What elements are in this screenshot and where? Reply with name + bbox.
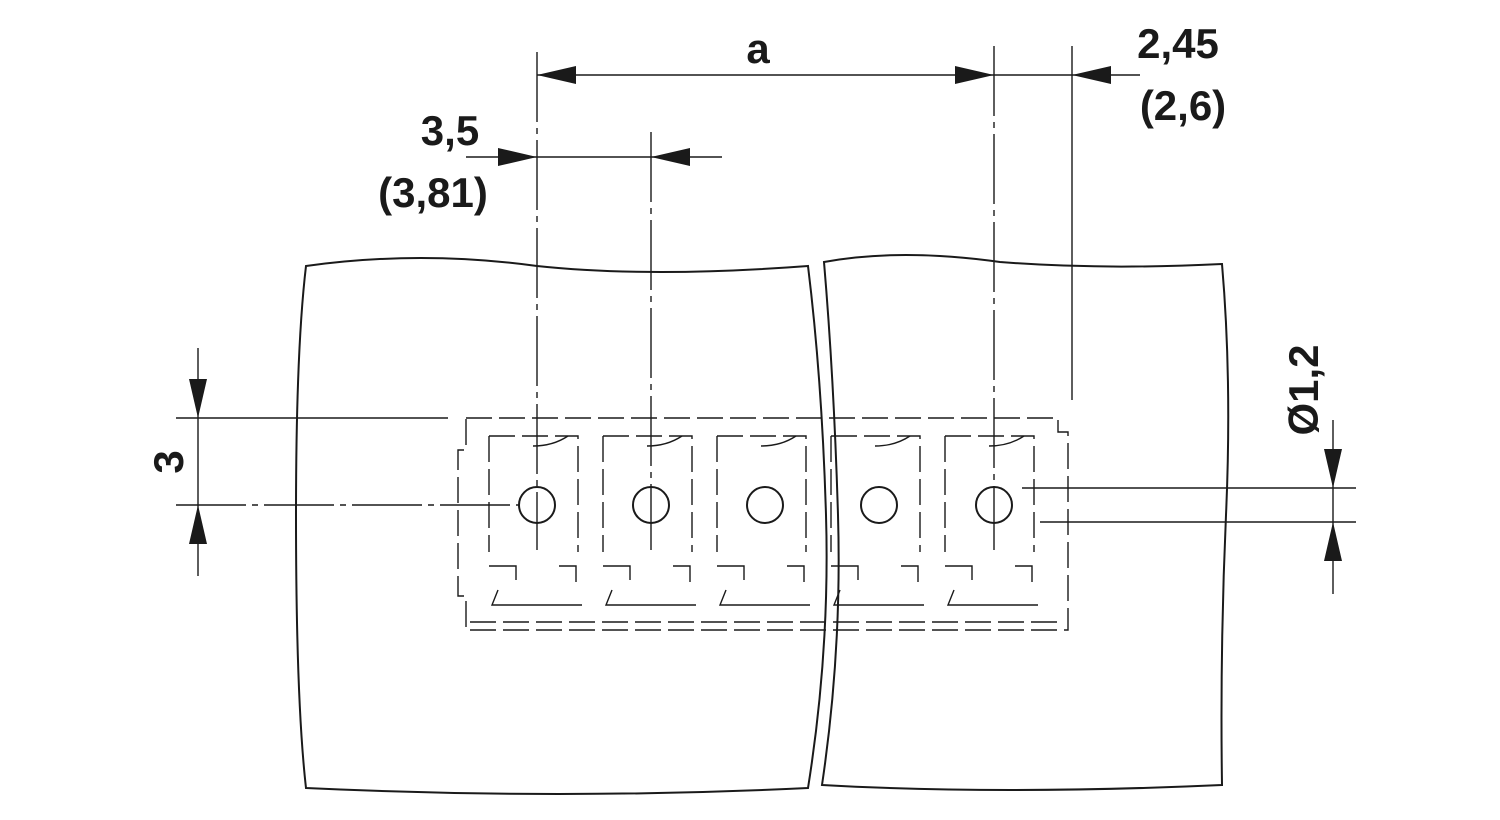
pin-hole-3 bbox=[746, 486, 784, 524]
pin-hole-1 bbox=[518, 486, 556, 524]
dimension-pitch-alt-label: (3,81) bbox=[378, 169, 488, 216]
dimension-hole-diameter: Ø1,2 bbox=[1280, 344, 1342, 594]
pin-cell-3 bbox=[716, 435, 810, 606]
pin-cell-5 bbox=[944, 435, 1038, 606]
board-left-outline bbox=[294, 257, 828, 795]
dimension-row-offset: 3 bbox=[145, 348, 207, 576]
pin-cells bbox=[488, 435, 1038, 606]
dimension-a-label: a bbox=[746, 25, 770, 72]
dimension-offset-label: 2,45 bbox=[1137, 20, 1219, 67]
dimension-pitch-label: 3,5 bbox=[421, 107, 479, 154]
dimension-a: a bbox=[537, 25, 1140, 84]
dimension-hole-diameter-label: Ø1,2 bbox=[1280, 344, 1327, 435]
pin-hole-2 bbox=[632, 486, 670, 524]
dimension-row-offset-label: 3 bbox=[145, 450, 192, 473]
connector-outline-dashed bbox=[457, 417, 1069, 631]
board-right-outline bbox=[820, 254, 1230, 791]
dimension-offset: 2,45 (2,6) bbox=[1137, 20, 1226, 129]
extension-lines bbox=[176, 46, 1356, 550]
pin-hole-4 bbox=[860, 486, 898, 524]
dimension-offset-alt-label: (2,6) bbox=[1140, 82, 1226, 129]
pin-cell-2 bbox=[602, 435, 696, 606]
pin-cell-4 bbox=[830, 435, 924, 606]
pin-hole-5 bbox=[975, 486, 1013, 524]
dimension-pitch: 3,5 (3,81) bbox=[378, 107, 722, 216]
pin-cell-1 bbox=[488, 435, 582, 606]
